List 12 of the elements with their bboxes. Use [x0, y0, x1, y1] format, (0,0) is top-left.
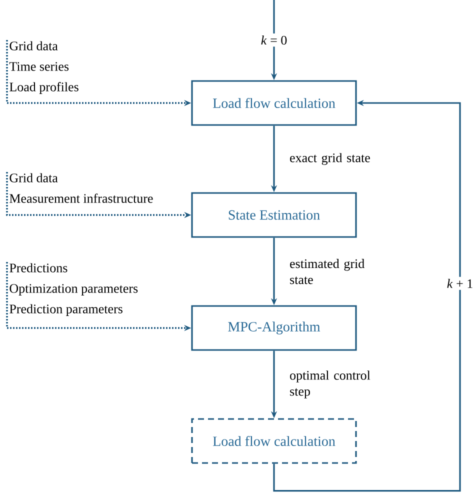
process-box: MPC-Algorithm [191, 305, 357, 351]
edge-label: optimal control step [290, 370, 370, 398]
process-box: Load flow calculation [191, 80, 357, 126]
edge-label: k + 1 [444, 276, 474, 290]
process-box: State Estimation [191, 192, 357, 238]
edge-label: k = 0 [258, 34, 290, 47]
edge-label: estimated grid state [290, 258, 364, 284]
input-list: Predictions Optimization parameters Prediction parameters [10, 263, 138, 316]
input-list: Grid data Measurement infrastructure [10, 173, 153, 203]
input-list: Grid data Time series Load profiles [9, 41, 78, 94]
edge-label: exact grid state [290, 153, 370, 165]
process-box: Load flow calculation [191, 418, 357, 464]
